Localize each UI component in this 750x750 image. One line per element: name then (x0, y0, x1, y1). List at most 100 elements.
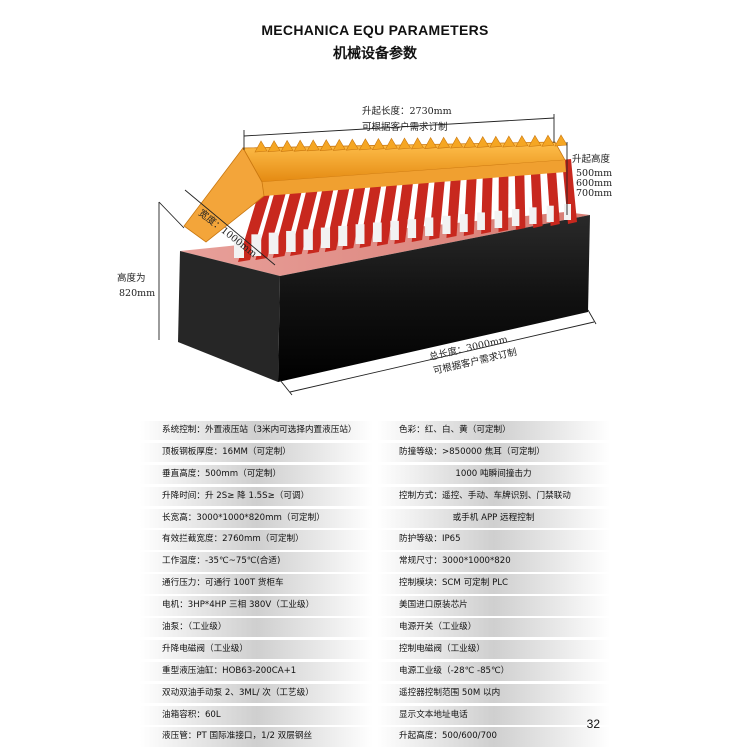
spike (306, 139, 320, 152)
road-blocker-illustration: 升起长度：2730mm 可根据客户需求订制 升起高度 500mm 600mm 7… (117, 105, 612, 396)
spike (437, 136, 451, 149)
white-plate (494, 210, 503, 228)
param-right: 美国进口原装芯片 (377, 596, 610, 616)
page-number: 32 (586, 717, 600, 731)
white-plate (268, 232, 279, 254)
spike (528, 134, 542, 147)
base-front-face (278, 215, 590, 382)
lift-height-500: 500mm (576, 168, 612, 179)
param-right: 控制方式：遥控、手动、车牌识别、门禁联动 (377, 486, 610, 507)
table-row: 长宽高：3000*1000*820mm（可定制）或手机 APP 远程控制 (140, 508, 610, 528)
spike (267, 140, 281, 153)
param-left: 顶板钢板厚度：16MM（可定制） (140, 442, 373, 463)
white-plate (546, 205, 554, 222)
spike (254, 140, 268, 153)
table-row: 工作温度：-35℃~75℃(合适)常规尺寸：3000*1000*820 (140, 552, 610, 572)
red-blade (411, 169, 431, 242)
spike (358, 138, 372, 151)
table-row: 液压管：PT 国际准接口，1/2 双层钢丝升起高度：500/600/700 (140, 727, 610, 747)
param-left: 垂直高度：500mm（可定制） (140, 464, 373, 485)
orange-front-flap (262, 160, 566, 196)
spike (450, 136, 464, 149)
lift-height-label: 升起高度 (572, 153, 611, 165)
red-blade (307, 176, 337, 254)
blade-rack (234, 159, 577, 262)
spike (371, 138, 385, 150)
spike (424, 137, 438, 149)
white-plate (390, 220, 399, 240)
red-blade (376, 171, 400, 246)
param-left: 油泵：（工业级） (140, 618, 373, 638)
param-right: 显示文本地址电话 (377, 705, 610, 725)
spike (463, 136, 477, 149)
spike (502, 135, 516, 148)
param-left: 升降电磁阀（工业级） (140, 639, 373, 660)
param-left: 双动双油手动泵 2、3ML/ 次（工艺级） (140, 683, 373, 704)
white-plate (320, 227, 331, 248)
table-row: 通行压力：可通行 100T 货柜车控制模块：SCM 可定制 PLC (140, 574, 610, 594)
param-right: 防撞等级：>850000 焦耳（可定制） (377, 442, 610, 463)
param-right: 电源工业级（-28℃ -85℃） (377, 661, 610, 682)
param-right: 常规尺寸：3000*1000*820 (377, 552, 610, 572)
spike (489, 135, 503, 148)
table-row: 有效拦截宽度：2760mm（可定制）防护等级：IP65 (140, 530, 610, 550)
spike (280, 139, 294, 152)
white-plate (251, 234, 262, 256)
red-blade (562, 159, 577, 224)
white-plate (425, 217, 434, 236)
white-plate (355, 224, 365, 244)
orange-left-panel (183, 147, 265, 243)
spike (293, 139, 307, 152)
param-left: 液压管：PT 国际准接口，1/2 双层钢丝 (140, 727, 373, 747)
param-left: 升降时间：升 2S≥ 降 1.5S≥（可调） (140, 486, 373, 507)
table-row: 双动双油手动泵 2、3ML/ 次（工艺级）遥控器控制范围 50M 以内 (140, 683, 610, 704)
table-row: 升降电磁阀（工业级）控制电磁阀（工业级） (140, 639, 610, 660)
spikes (254, 134, 568, 153)
param-right: 控制电磁阀（工业级） (377, 639, 610, 660)
white-plate (407, 219, 417, 238)
param-right: 遥控器控制范围 50M 以内 (377, 683, 610, 704)
white-plate (511, 209, 520, 226)
table-row: 油泵：（工业级）电源开关（工业级） (140, 618, 610, 638)
param-right: 或手机 APP 远程控制 (377, 508, 610, 528)
red-blade (290, 177, 321, 256)
spike (319, 139, 333, 152)
white-plate (477, 212, 485, 230)
white-plate (303, 229, 313, 250)
white-plate (286, 230, 296, 252)
spike (541, 134, 555, 147)
spike (384, 137, 398, 150)
spike (554, 134, 568, 147)
parameter-table: 系统控制：外置液压站（3米内可选择内置液压站）色彩：红、白、黄（可定制）顶板钢板… (140, 421, 610, 749)
lift-height-700: 700mm (576, 188, 612, 199)
white-plate (459, 214, 468, 232)
param-left: 工作温度：-35℃~75℃(合适) (140, 552, 373, 572)
lift-custom-label: 可根据客户需求订制 (362, 121, 448, 133)
white-plate (442, 215, 451, 234)
table-row: 垂直高度：500mm（可定制）1000 吨瞬间撞击力 (140, 464, 610, 485)
spike (332, 138, 346, 151)
dimension-lines (158, 114, 597, 396)
spike (410, 137, 425, 150)
param-right: 升起高度：500/600/700 (377, 727, 610, 747)
table-row: 顶板钢板厚度：16MM（可定制）防撞等级：>850000 焦耳（可定制） (140, 442, 610, 463)
table-row: 电机：3HP*4HP 三相 380V（工业级）美国进口原装芯片 (140, 596, 610, 616)
white-plate (234, 236, 244, 258)
param-right: 防护等级：IP65 (377, 530, 610, 550)
lift-length-label: 升起长度：2730mm (362, 105, 452, 117)
height-label: 高度为 (117, 272, 146, 284)
white-plate (564, 204, 571, 220)
table-row: 升降时间：升 2S≥ 降 1.5S≥（可调）控制方式：遥控、手动、车牌识别、门禁… (140, 486, 610, 507)
spike (345, 138, 359, 151)
white-plate (338, 225, 348, 246)
title-english: MECHANICA EQU PARAMETERS (261, 22, 489, 38)
param-left: 系统控制：外置液压站（3米内可选择内置液压站） (140, 421, 373, 441)
spike (397, 137, 411, 150)
param-right: 1000 吨瞬间撞击力 (377, 464, 610, 485)
red-blade (272, 178, 306, 258)
red-blade (394, 170, 415, 244)
param-right: 色彩：红、白、黄（可定制） (377, 421, 610, 441)
spike (476, 135, 490, 148)
